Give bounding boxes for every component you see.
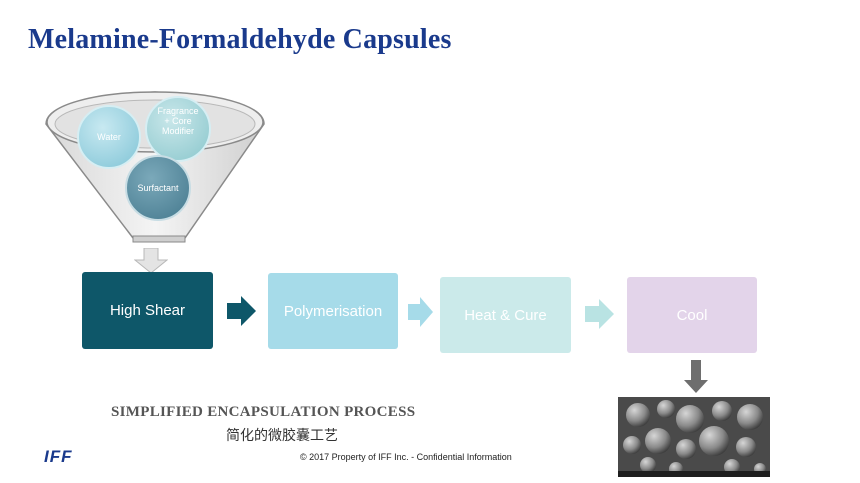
- capsules-micrograph-image: [618, 397, 770, 477]
- step-cool: Cool: [627, 277, 757, 353]
- step-heat-cure: Heat & Cure: [440, 277, 571, 353]
- ingredient-surfactant-label: Surfactant: [137, 183, 179, 193]
- ingredient-fragrance: Fragrance + Core Modifier: [145, 96, 211, 162]
- copyright-notice: © 2017 Property of IFF Inc. - Confidenti…: [300, 452, 512, 462]
- arrow-down-icon: [684, 360, 708, 393]
- ingredient-water-label: Water: [97, 132, 121, 142]
- ingredient-surfactant: Surfactant: [125, 155, 191, 221]
- step-polymerisation: Polymerisation: [268, 273, 398, 349]
- page-title: Melamine-Formaldehyde Capsules: [28, 24, 452, 55]
- ingredients-funnel: Water Fragrance + Core Modifier Surfacta…: [40, 76, 280, 276]
- ingredient-fragrance-line-1: Fragrance: [157, 106, 198, 116]
- ingredient-fragrance-line-2: + Core: [164, 116, 191, 126]
- process-caption: SIMPLIFIED ENCAPSULATION PROCESS: [111, 404, 416, 420]
- funnel-down-arrow-icon: [134, 248, 168, 274]
- arrow-right-icon: [227, 296, 256, 326]
- step-high-shear: High Shear: [82, 272, 213, 349]
- process-caption-chinese: 简化的微胶囊工艺: [226, 428, 338, 444]
- ingredient-water: Water: [77, 105, 141, 169]
- arrow-right-icon: [408, 297, 433, 327]
- arrow-right-icon: [585, 299, 614, 329]
- company-logo: IFF: [44, 447, 73, 466]
- ingredient-fragrance-line-3: Modifier: [162, 126, 194, 136]
